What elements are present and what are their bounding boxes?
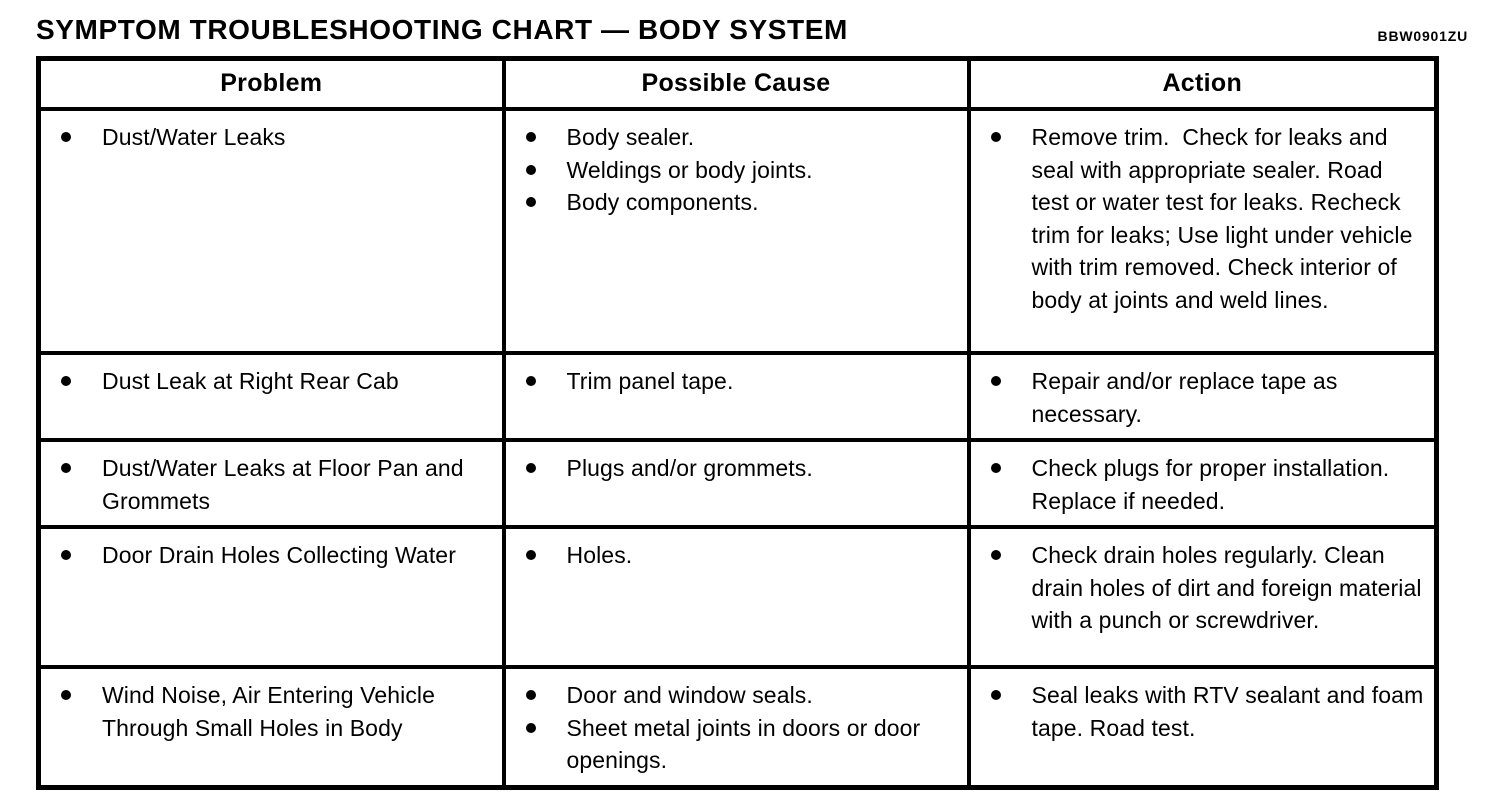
list-item: Body sealer.	[520, 121, 959, 154]
list-item: Trim panel tape.	[520, 365, 959, 398]
problem-text: Wind Noise, Air Entering Vehicle Through…	[102, 682, 442, 741]
bullet-list: Dust/Water Leaks	[55, 121, 494, 154]
list-item: Check plugs for proper installation. Rep…	[985, 452, 1427, 517]
cell-problem: Dust Leak at Right Rear Cab	[36, 351, 506, 442]
bullet-icon	[990, 550, 1001, 560]
bullet-list: Trim panel tape.	[520, 365, 959, 398]
bullet-list: Remove trim. Check for leaks and seal wi…	[985, 121, 1427, 316]
bullet-icon	[525, 197, 536, 207]
troubleshooting-table: Problem Possible Cause Action Dust/Water…	[36, 56, 1439, 790]
cause-text: Plugs and/or grommets.	[566, 455, 813, 481]
bullet-icon	[525, 132, 536, 142]
problem-text: Dust/Water Leaks	[102, 124, 286, 150]
bullet-icon	[990, 690, 1001, 700]
title-bar: SYMPTOM TROUBLESHOOTING CHART — BODY SYS…	[36, 13, 1468, 47]
page-title: SYMPTOM TROUBLESHOOTING CHART — BODY SYS…	[36, 14, 848, 45]
action-text: Repair and/or replace tape as necessary.	[1031, 368, 1344, 427]
bullet-list: Seal leaks with RTV sealant and foam tap…	[985, 679, 1427, 744]
bullet-icon	[525, 722, 536, 733]
list-item: Seal leaks with RTV sealant and foam tap…	[985, 679, 1427, 744]
bullet-icon	[61, 690, 71, 700]
bullet-list: Body sealer. Weldings or body joints. Bo…	[520, 121, 959, 219]
problem-text: Door Drain Holes Collecting Water	[102, 542, 456, 568]
list-item: Repair and/or replace tape as necessary.	[985, 365, 1427, 430]
bullet-icon	[61, 463, 71, 473]
action-text: Seal leaks with RTV sealant and foam tap…	[1031, 682, 1430, 741]
problem-text: Dust Leak at Right Rear Cab	[102, 368, 399, 394]
cell-action: Seal leaks with RTV sealant and foam tap…	[966, 665, 1439, 789]
action-text: Check drain holes regularly. Clean drain…	[1031, 542, 1429, 633]
table-row: Wind Noise, Air Entering Vehicle Through…	[36, 665, 1439, 789]
bullet-icon	[61, 132, 71, 142]
bullet-icon	[990, 376, 1001, 386]
bullet-icon	[525, 164, 536, 175]
table-row: Door Drain Holes Collecting Water Holes.	[36, 525, 1439, 669]
cause-text: Trim panel tape.	[566, 368, 734, 394]
cell-action: Check plugs for proper installation. Rep…	[966, 438, 1439, 529]
list-item: Plugs and/or grommets.	[520, 452, 959, 485]
cell-action: Repair and/or replace tape as necessary.	[966, 351, 1439, 442]
list-item: Wind Noise, Air Entering Vehicle Through…	[55, 679, 494, 744]
bullet-icon	[61, 376, 71, 386]
bullet-list: Dust/Water Leaks at Floor Pan and Gromme…	[55, 452, 494, 517]
bullet-list: Repair and/or replace tape as necessary.	[985, 365, 1427, 430]
list-item: Holes.	[520, 539, 959, 572]
column-header-problem: Problem	[36, 56, 506, 111]
bullet-list: Dust Leak at Right Rear Cab	[55, 365, 494, 398]
cause-text: Sheet metal joints in doors or door open…	[566, 714, 927, 774]
cell-problem: Dust/Water Leaks	[36, 107, 506, 355]
bullet-icon	[525, 550, 536, 560]
cell-problem: Door Drain Holes Collecting Water	[36, 525, 506, 669]
list-item: Dust/Water Leaks at Floor Pan and Gromme…	[55, 452, 494, 517]
cause-text: Body sealer.	[566, 124, 695, 150]
cell-possible-cause: Body sealer. Weldings or body joints. Bo…	[501, 107, 971, 355]
cell-problem: Wind Noise, Air Entering Vehicle Through…	[36, 665, 506, 789]
bullet-icon	[525, 376, 536, 386]
column-header-possible-cause: Possible Cause	[501, 56, 971, 111]
table-header-row: Problem Possible Cause Action	[36, 56, 1439, 111]
cell-possible-cause: Trim panel tape.	[501, 351, 971, 442]
list-item: Body components.	[520, 186, 959, 219]
cause-text: Holes.	[566, 542, 633, 568]
list-item: Check drain holes regularly. Clean drain…	[985, 539, 1427, 637]
bullet-list: Check plugs for proper installation. Rep…	[985, 452, 1427, 517]
action-text: Check plugs for proper installation. Rep…	[1031, 455, 1396, 514]
list-item: Door and window seals.	[520, 679, 959, 712]
cell-problem: Dust/Water Leaks at Floor Pan and Gromme…	[36, 438, 506, 529]
bullet-list: Holes.	[520, 539, 959, 572]
list-item: Dust/Water Leaks	[55, 121, 494, 154]
doc-code: BBW0901ZU	[1377, 28, 1468, 44]
bullet-icon	[525, 690, 536, 700]
problem-text: Dust/Water Leaks at Floor Pan and Gromme…	[102, 455, 471, 514]
table-row: Dust/Water Leaks at Floor Pan and Gromme…	[36, 438, 1439, 529]
table-row: Dust Leak at Right Rear Cab Trim panel t…	[36, 351, 1439, 442]
list-item: Door Drain Holes Collecting Water	[55, 539, 494, 572]
bullet-list: Check drain holes regularly. Clean drain…	[985, 539, 1427, 637]
cause-text: Weldings or body joints.	[566, 156, 813, 183]
bullet-list: Door and window seals. Sheet metal joint…	[520, 679, 959, 777]
bullet-list: Plugs and/or grommets.	[520, 452, 959, 485]
cell-action: Check drain holes regularly. Clean drain…	[966, 525, 1439, 669]
bullet-list: Wind Noise, Air Entering Vehicle Through…	[55, 679, 494, 744]
cell-possible-cause: Holes.	[501, 525, 971, 669]
bullet-icon	[990, 132, 1001, 142]
cell-action: Remove trim. Check for leaks and seal wi…	[966, 107, 1439, 355]
column-header-action: Action	[966, 56, 1439, 111]
list-item: Remove trim. Check for leaks and seal wi…	[985, 121, 1427, 316]
cause-text: Body components.	[566, 189, 759, 215]
bullet-icon	[990, 463, 1001, 473]
list-item: Dust Leak at Right Rear Cab	[55, 365, 494, 398]
cell-possible-cause: Plugs and/or grommets.	[501, 438, 971, 529]
bullet-icon	[525, 463, 536, 473]
bullet-list: Door Drain Holes Collecting Water	[55, 539, 494, 572]
action-text: Remove trim. Check for leaks and seal wi…	[1031, 124, 1419, 313]
bullet-icon	[61, 550, 71, 560]
cause-text: Door and window seals.	[566, 682, 813, 708]
list-item: Weldings or body joints.	[520, 154, 959, 187]
cell-possible-cause: Door and window seals. Sheet metal joint…	[501, 665, 971, 789]
list-item: Sheet metal joints in doors or door open…	[520, 712, 959, 777]
table-row: Dust/Water Leaks Body sealer. Weldings o…	[36, 107, 1439, 355]
